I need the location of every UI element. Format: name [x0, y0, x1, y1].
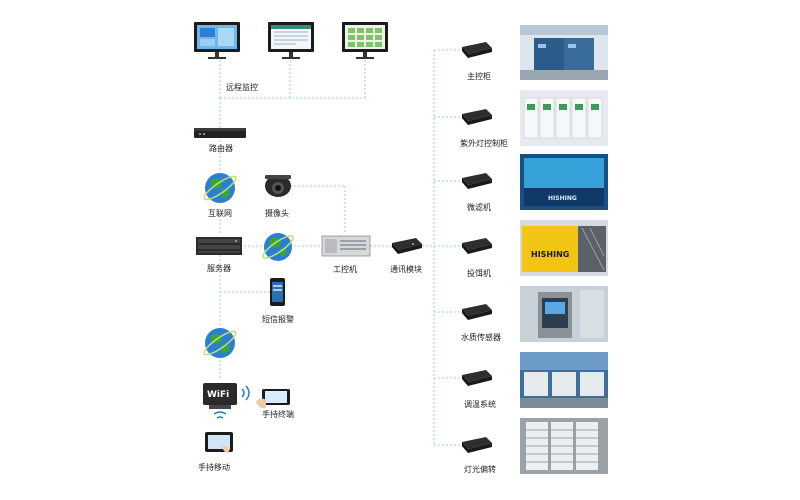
router-label: 路由器 [209, 143, 233, 153]
photo-light-deflection [520, 418, 608, 474]
device-label-1: 主控柜 [467, 71, 491, 81]
photo-micro-filter: HISHING [520, 154, 608, 210]
svg-text:WiFi: WiFi [207, 390, 229, 400]
monitor-1 [194, 22, 240, 59]
monitor-2 [268, 22, 314, 59]
controller-5 [462, 304, 492, 320]
handheld-operation-label: 手持移动 [198, 462, 230, 472]
sms-phone-icon [270, 278, 285, 306]
internet-globe-icon-2 [262, 233, 294, 261]
photo-feeder: HISHING [520, 220, 608, 276]
router-icon [194, 128, 246, 138]
industrial-pc-icon [321, 235, 371, 257]
controller-1 [462, 42, 492, 58]
wifi-signal-icon [213, 385, 250, 419]
monitor-3 [342, 22, 388, 59]
server-label: 服务器 [207, 263, 231, 273]
feeder-brand-text: HISHING [531, 250, 569, 259]
device-label-6: 调温系统 [464, 399, 496, 409]
handheld-phone-icon [256, 389, 290, 409]
device-label-4: 投饵机 [467, 268, 491, 278]
controller-6 [462, 370, 492, 386]
industrial-pc-label: 工控机 [333, 264, 357, 274]
handheld-terminal-label: 手持终端 [262, 409, 294, 419]
filter-brand-text: HISHING [548, 195, 577, 202]
controller-3 [462, 173, 492, 189]
device-label-7: 灯光偏转 [464, 464, 496, 474]
camera-label: 摄像头 [265, 208, 289, 218]
device-label-2: 紫外灯控制柜 [460, 138, 508, 148]
photo-water-sensor [520, 286, 608, 342]
device-label-3: 微滤机 [467, 202, 491, 212]
internet-globe-icon [203, 173, 237, 203]
photo-uv-cabinet [520, 90, 608, 146]
internet-label: 互联网 [208, 209, 232, 218]
comm-module-icon [392, 238, 422, 254]
controller-4 [462, 238, 492, 254]
remote-monitor-label: 远程监控 [226, 82, 258, 92]
internet-globe-icon-3 [203, 328, 237, 358]
wifi-router-icon: WiFi [203, 383, 237, 409]
photo-temperature-system [520, 352, 608, 408]
handheld-tablet-icon [205, 432, 233, 453]
camera-icon [265, 175, 291, 197]
controller-2 [462, 109, 492, 125]
photo-main-cabinet [520, 25, 608, 80]
device-label-5: 水质传感器 [461, 332, 501, 342]
controller-7 [462, 437, 492, 453]
connector-lines [219, 49, 462, 446]
comm-module-label: 通讯模块 [390, 264, 422, 274]
sms-alarm-label: 短信报警 [262, 314, 294, 324]
server-icon [196, 237, 242, 255]
